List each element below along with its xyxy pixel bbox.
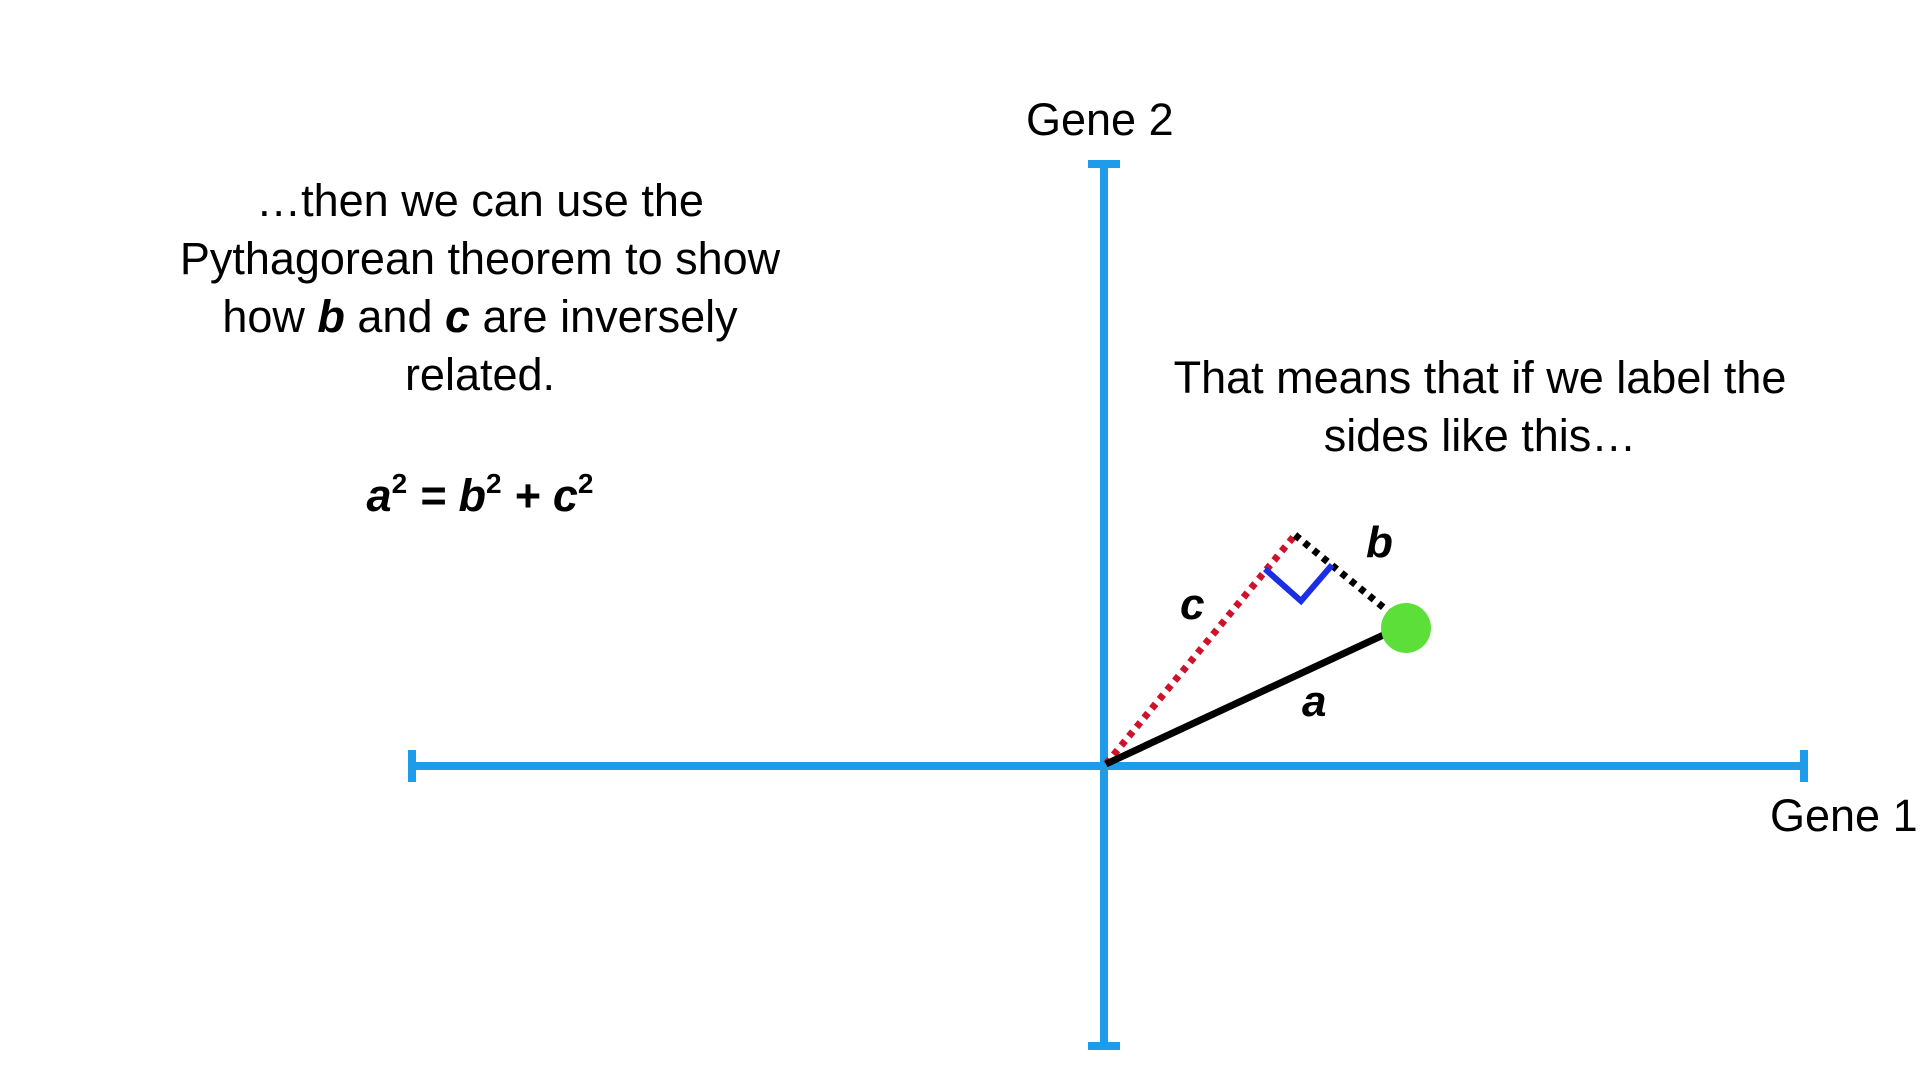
right-text-line-1: That means that if we label the xyxy=(1173,352,1787,403)
side-a-line xyxy=(1104,627,1394,768)
eq-b-squared: 2 xyxy=(485,468,502,499)
side-b-label: b xyxy=(1366,518,1393,567)
eq-c: c xyxy=(552,470,578,521)
right-text-line-2: sides like this… xyxy=(1323,410,1637,461)
left-text-b: b xyxy=(317,291,345,342)
eq-c-squared: 2 xyxy=(577,468,594,499)
left-text-line-2: Pythagorean theorem to show xyxy=(179,233,781,284)
side-a-label: a xyxy=(1302,677,1327,726)
left-text-c: c xyxy=(445,291,471,342)
data-point xyxy=(1381,603,1431,653)
pythagorean-equation: a2 = b2 + c2 xyxy=(280,468,680,522)
eq-equals: = xyxy=(407,470,459,521)
right-angle-marker xyxy=(1263,563,1335,606)
left-text-line-4: related. xyxy=(404,349,556,400)
side-c-label: c xyxy=(1180,580,1205,629)
eq-plus: + xyxy=(501,470,553,521)
eq-a-squared: 2 xyxy=(391,468,408,499)
left-text-and: and xyxy=(344,291,445,342)
left-text-how: how xyxy=(222,291,318,342)
right-explanation: That means that if we label the sides li… xyxy=(1110,349,1850,465)
side-c-line xyxy=(1103,532,1298,767)
y-axis-label: Gene 2 xyxy=(1026,94,1174,145)
x-axis-label: Gene 1 xyxy=(1770,790,1918,841)
eq-b: b xyxy=(458,470,486,521)
left-explanation: …then we can use the Pythagorean theorem… xyxy=(110,172,850,404)
side-b-line xyxy=(1292,532,1403,624)
eq-a: a xyxy=(366,470,392,521)
left-text-line-1: …then we can use the xyxy=(256,175,704,226)
left-text-line-3: how b and c are inversely xyxy=(110,288,850,346)
left-text-inversely: are inversely xyxy=(470,291,738,342)
